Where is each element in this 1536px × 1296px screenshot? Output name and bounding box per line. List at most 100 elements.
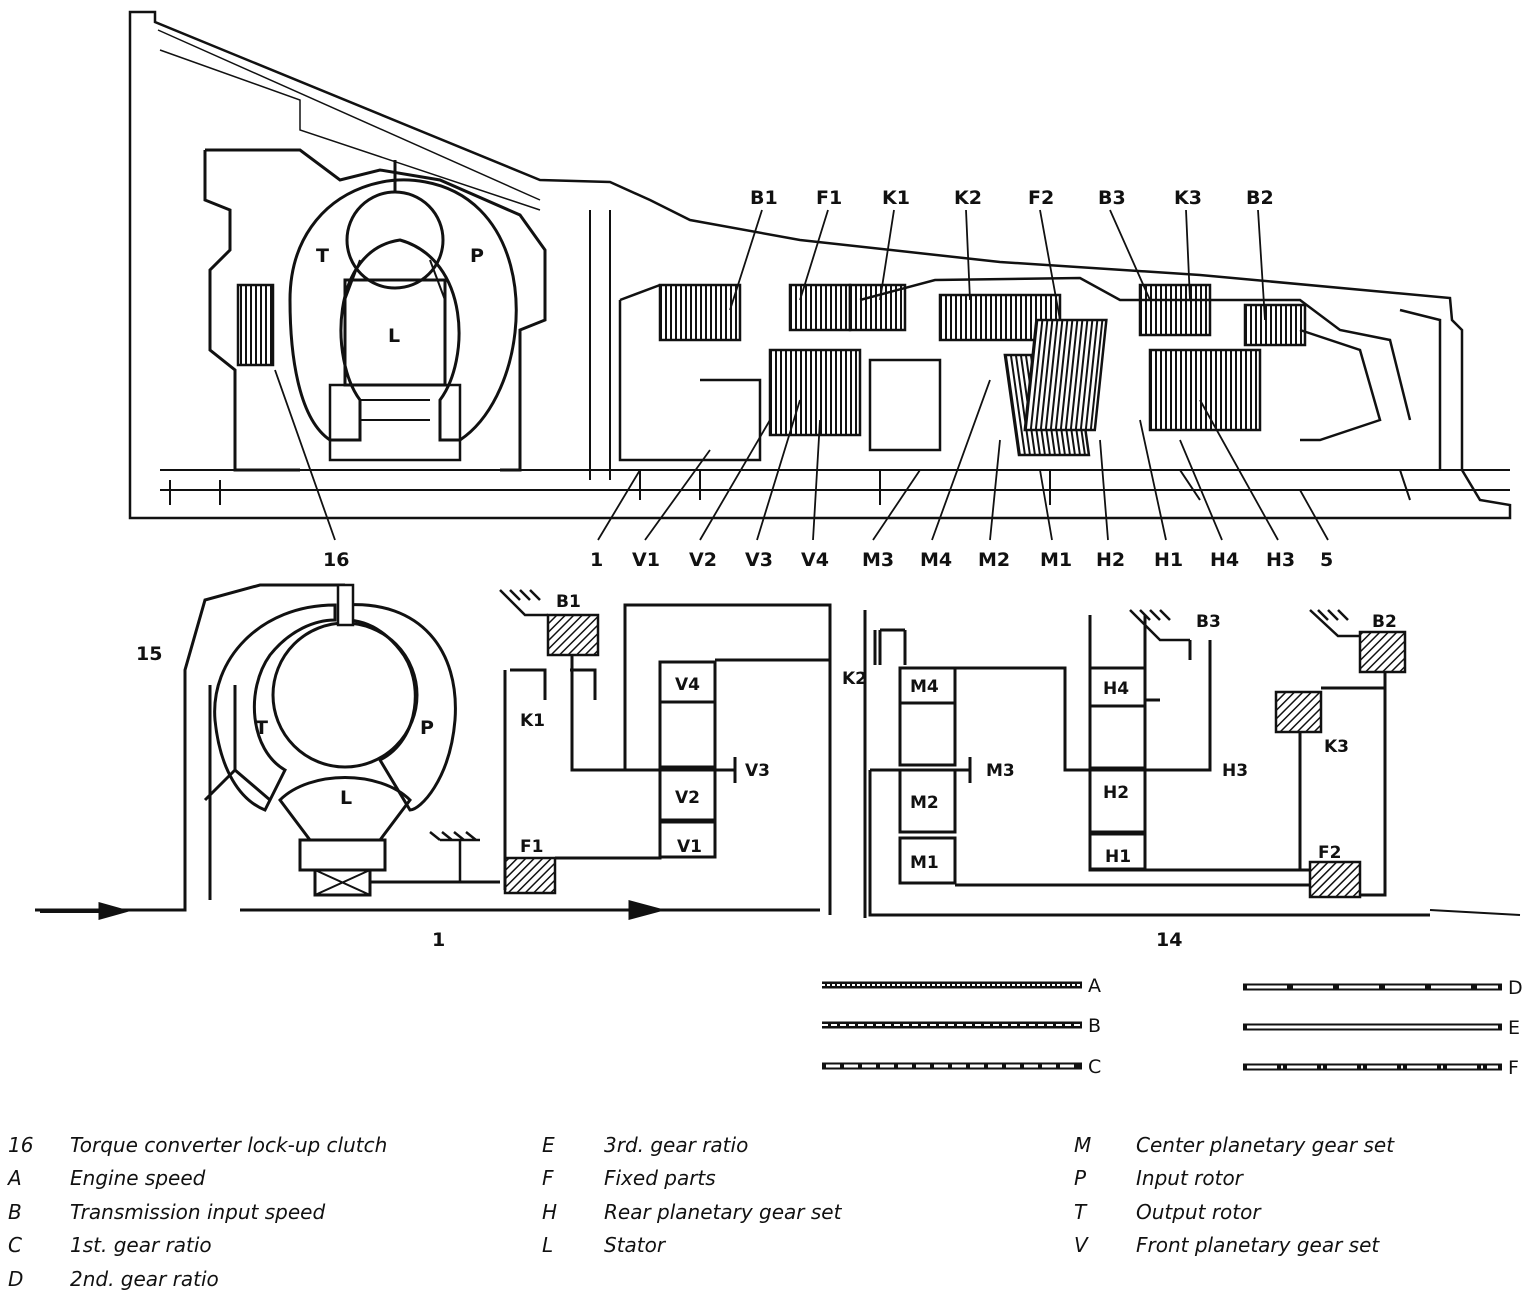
- top-label-b1: B1: [750, 187, 778, 209]
- top-k3-pack: [1148, 348, 1262, 432]
- schematic-label-v2: V2: [675, 788, 700, 808]
- schematic-label-15: 15: [136, 643, 162, 665]
- key-code: V: [1074, 1233, 1088, 1258]
- top-label-16: 16: [323, 549, 349, 571]
- key-code: A: [8, 1166, 22, 1191]
- schematic-label-h3: H3: [1222, 761, 1248, 781]
- schematic-label-v1: V1: [677, 837, 702, 857]
- schematic-letter-p: P: [420, 717, 434, 739]
- key-row: T Output rotor: [1074, 1195, 1394, 1229]
- top-lockup-clutch: [236, 283, 275, 367]
- top-leader-lines-upper: [729, 209, 1266, 321]
- schematic-m1-box: [898, 836, 957, 885]
- top-label-k1: K1: [882, 187, 910, 209]
- top-converter-torus: [288, 178, 518, 442]
- key-row: M Center planetary gear set: [1074, 1128, 1394, 1162]
- schematic-label-b2: B2: [1372, 612, 1397, 632]
- housing-outline: [128, 10, 1512, 520]
- schematic-f1-block: [503, 856, 557, 895]
- legend-line-f: F: [1243, 1057, 1519, 1079]
- schematic-label-1: 1: [432, 929, 445, 951]
- schematic-label-h1: H1: [1105, 847, 1131, 867]
- key-code: H: [542, 1199, 558, 1224]
- schematic-converter-core: [271, 621, 419, 769]
- schematic-label-k1: K1: [520, 711, 545, 731]
- legend-label-b: B: [1088, 1015, 1101, 1037]
- top-k1-pack: [848, 283, 907, 332]
- top-b1-pack: [658, 283, 742, 342]
- top-label-m4: M4: [920, 549, 952, 571]
- legend-label-e: E: [1508, 1017, 1520, 1039]
- top-label-1: 1: [590, 549, 603, 571]
- key-row: P Input rotor: [1074, 1162, 1394, 1196]
- top-f1-pack: [788, 283, 852, 332]
- schematic-label-v3: V3: [745, 761, 770, 781]
- line-style-legend: A B C D E F: [822, 975, 1523, 1079]
- schematic-letter-l: L: [340, 787, 352, 809]
- key-text: Input rotor: [1136, 1166, 1243, 1191]
- top-label-f1: F1: [816, 187, 842, 209]
- top-label-m2: M2: [978, 549, 1010, 571]
- top-b3-pack: [1138, 283, 1212, 337]
- top-label-v4: V4: [801, 549, 829, 571]
- key-code: M: [1074, 1132, 1092, 1157]
- key-text: Transmission input speed: [70, 1199, 326, 1224]
- key-code: D: [8, 1266, 24, 1291]
- schematic-stator: [278, 776, 412, 842]
- top-label-k2: K2: [954, 187, 982, 209]
- top-letter-l: L: [388, 325, 400, 347]
- schematic-label-14: 14: [1156, 929, 1182, 951]
- key-code: F: [542, 1166, 554, 1191]
- legend-label-f: F: [1508, 1057, 1519, 1079]
- key-row: H Rear planetary gear set: [542, 1195, 841, 1229]
- top-label-h4: H4: [1210, 549, 1239, 571]
- schematic-label-h4: H4: [1103, 679, 1129, 699]
- transmission-diagram: B1 F1 K1 K2 F2 B3 K3 B2 T P L 16 1 V1 V2…: [35, 10, 1523, 1079]
- schematic-label-v4: V4: [675, 675, 700, 695]
- schematic-v2-box: [658, 768, 717, 822]
- key-text: Center planetary gear set: [1136, 1132, 1395, 1157]
- schematic-letter-t: T: [255, 717, 268, 739]
- top-label-b3: B3: [1098, 187, 1126, 209]
- top-label-f2: F2: [1028, 187, 1054, 209]
- top-label-row: B1 F1 K1 K2 F2 B3 K3 B2: [750, 187, 1274, 209]
- top-b2-pack: [1243, 303, 1307, 347]
- input-shaft: [160, 469, 1510, 491]
- top-rear-gears: [1023, 318, 1108, 432]
- schematic-f2-block: [1308, 860, 1362, 899]
- key-text: Fixed parts: [604, 1166, 716, 1191]
- key-text: Rear planetary gear set: [604, 1199, 842, 1224]
- legend-line-c: C: [822, 1056, 1101, 1078]
- schematic-label-m3: M3: [986, 761, 1015, 781]
- key-code: B: [8, 1199, 22, 1224]
- top-label-h3: H3: [1266, 549, 1295, 571]
- key-text: 2nd. gear ratio: [70, 1266, 219, 1291]
- key-code: P: [1074, 1166, 1087, 1191]
- bottom-label-row: 1 V1 V2 V3 V4 M3 M4 M2 M1 H2 H1 H4 H3 5: [590, 549, 1333, 571]
- key-code: 16: [8, 1132, 34, 1157]
- top-label-v1: V1: [632, 549, 660, 571]
- legend-line-b: B: [822, 1015, 1101, 1037]
- key-text: 3rd. gear ratio: [604, 1132, 749, 1157]
- key-code: T: [1074, 1199, 1087, 1224]
- top-label-b2: B2: [1246, 187, 1274, 209]
- key-text: Output rotor: [1136, 1199, 1261, 1224]
- top-label-v3: V3: [745, 549, 773, 571]
- schematic-b1-block: [546, 613, 600, 657]
- leader-16: [274, 369, 336, 541]
- top-label-v2: V2: [689, 549, 717, 571]
- schematic-label-m4: M4: [910, 677, 939, 697]
- key-text: Stator: [604, 1233, 666, 1258]
- key-row: D 2nd. gear ratio: [8, 1262, 387, 1296]
- legend-label-a: A: [1088, 975, 1101, 997]
- key-row: F Fixed parts: [542, 1162, 841, 1196]
- top-label-k3: K3: [1174, 187, 1202, 209]
- legend-line-a: A: [822, 975, 1101, 997]
